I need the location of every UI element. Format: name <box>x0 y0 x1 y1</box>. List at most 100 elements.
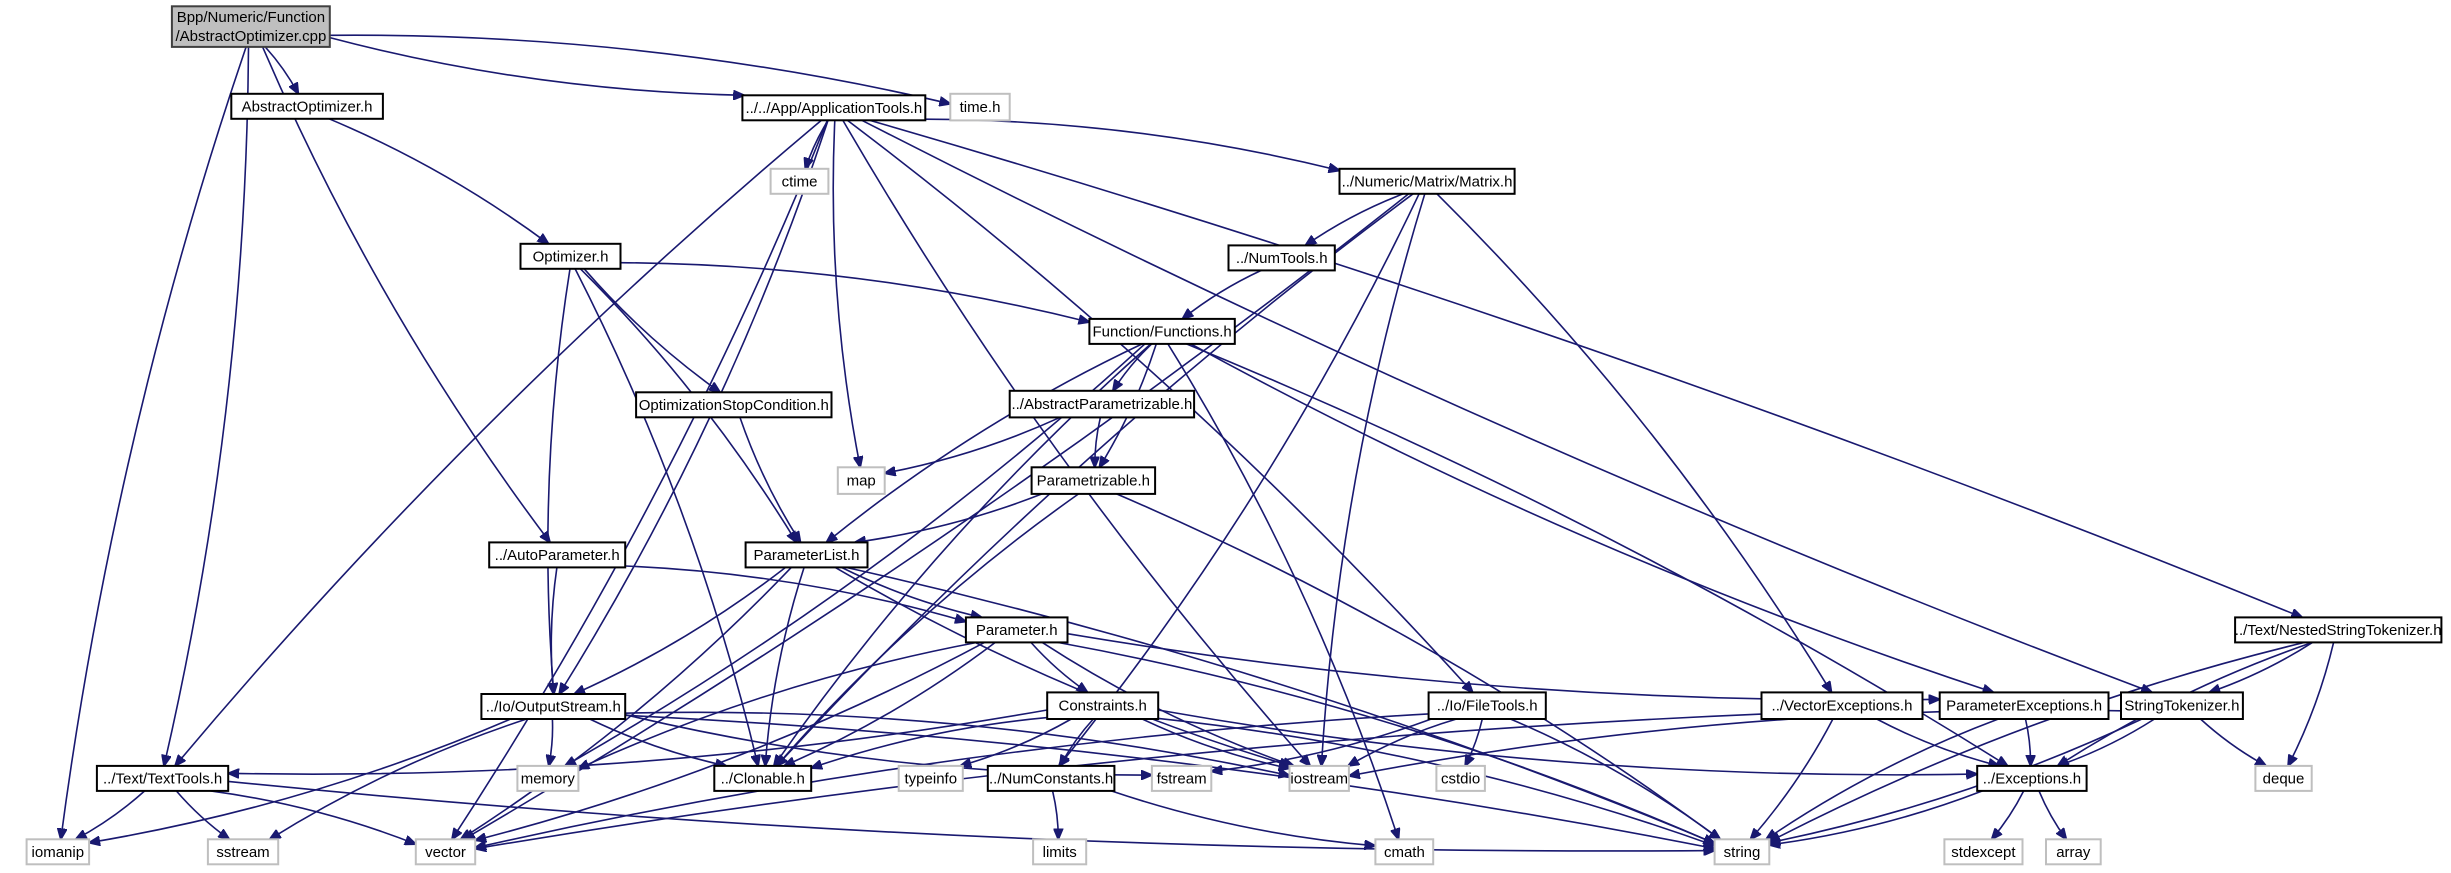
edge-apptools-to-nested <box>869 119 2302 617</box>
edge-functions-to-paramexc <box>1190 343 1994 693</box>
node-absopt[interactable]: AbstractOptimizer.h <box>230 92 384 120</box>
node-label: time.h <box>960 99 1001 116</box>
node-label: ctime <box>782 173 818 190</box>
edge-optstop-to-paramlist <box>739 417 801 542</box>
edge-optimizer-to-functions <box>620 261 1090 322</box>
edge-absparam-to-map <box>885 416 1061 473</box>
node-constraints[interactable]: Constraints.h <box>1046 691 1160 721</box>
node-exceptions[interactable]: ../Exceptions.h <box>1976 764 2088 792</box>
edge-optimizer-to-clonable <box>574 268 758 766</box>
node-label: ../Text/NestedStringTokenizer.h <box>2235 622 2442 639</box>
edge-parameter-to-vector <box>475 641 985 840</box>
node-label: Parameter.h <box>976 622 1058 639</box>
edge-parameter-to-memory <box>578 641 978 768</box>
edge-absopt-to-optimizer <box>328 118 548 244</box>
edge-filetools-to-iostream <box>1348 718 1457 766</box>
node-string: string <box>1713 838 1771 866</box>
node-label: map <box>847 473 876 490</box>
node-box <box>1030 466 1157 495</box>
node-label: ../Io/OutputStream.h <box>486 699 621 716</box>
node-box <box>964 616 1069 644</box>
node-box <box>1976 764 2088 792</box>
edge-apptools-to-map <box>832 120 860 467</box>
node-label: ../Exceptions.h <box>1983 770 2081 787</box>
node-numtools[interactable]: ../NumTools.h <box>1227 244 1336 272</box>
edge-outstream-to-sstream <box>270 718 527 839</box>
edge-parameter-to-string <box>1057 641 1715 843</box>
node-label: vector <box>425 844 466 861</box>
edge-paramlist-to-outstream <box>574 566 787 694</box>
node-numconst[interactable]: ../NumConstants.h <box>986 764 1116 792</box>
node-cstdio: cstdio <box>1435 764 1486 792</box>
node-box <box>635 391 833 419</box>
node-ctime: ctime <box>769 167 830 195</box>
edge-functions-to-paramlist <box>826 343 1143 543</box>
node-box <box>986 764 1116 792</box>
node-clonable[interactable]: ../Clonable.h <box>713 764 813 792</box>
edge-paramlist-to-parameter <box>841 566 982 617</box>
node-box <box>1427 691 1547 721</box>
node-texttools[interactable]: ../Text/TextTools.h <box>95 764 230 792</box>
edge-apptools-to-matrix <box>925 118 1339 170</box>
edge-texttools-to-iomanip <box>76 790 146 839</box>
edge-functions-to-cmath <box>1167 343 1399 839</box>
node-parameter[interactable]: Parameter.h <box>964 616 1069 644</box>
node-label: ../NumConstants.h <box>989 770 1113 787</box>
edge-nested-to-deque <box>2288 642 2335 766</box>
node-box <box>1032 838 1088 866</box>
node-array: array <box>2045 838 2102 866</box>
node-vecexc[interactable]: ../VectorExceptions.h <box>1760 691 1924 721</box>
edge-apptools-to-strtok <box>861 119 2152 692</box>
node-outstream[interactable]: ../Io/OutputStream.h <box>480 693 627 720</box>
edge-texttools-to-vector <box>210 790 416 844</box>
node-box <box>25 838 91 866</box>
edge-texttools-to-string <box>228 780 1714 851</box>
node-label: AbstractOptimizer.h <box>242 98 373 115</box>
edge-root-to-absopt <box>264 46 298 94</box>
node-optimizer[interactable]: Optimizer.h <box>519 242 622 270</box>
node-apptools[interactable]: ../../App/ApplicationTools.h <box>741 94 927 122</box>
node-label: limits <box>1043 844 1077 861</box>
node-box <box>206 838 280 866</box>
edge-optimizer-to-optstop <box>583 268 720 393</box>
node-box <box>741 94 927 122</box>
edge-paramlist-to-string <box>845 566 1715 843</box>
edge-paramexc-to-string <box>1766 718 1999 839</box>
edge-autoparam-to-parameter <box>625 565 966 622</box>
node-autoparam[interactable]: ../AutoParameter.h <box>488 541 627 569</box>
node-cmath: cmath <box>1374 838 1435 866</box>
edge-matrix-to-numtools <box>1305 193 1404 246</box>
edge-outstream-to-clonable <box>589 718 727 766</box>
edge-optimizer-to-outstream <box>547 268 571 694</box>
node-label: iostream <box>1290 770 1348 787</box>
edge-matrix-to-vector <box>464 193 1410 840</box>
edge-parametrizable-to-paramlist <box>855 493 1043 543</box>
node-optstop[interactable]: OptimizationStopCondition.h <box>635 391 833 419</box>
node-matrix[interactable]: ../Numeric/Matrix/Matrix.h <box>1338 167 1516 195</box>
node-box <box>744 541 869 569</box>
edge-strtok-to-string <box>1769 718 2143 843</box>
edge-nested-to-string <box>1769 641 2305 841</box>
edge-filetools-to-vector <box>475 713 1429 848</box>
node-paramexc[interactable]: ParameterExceptions.h <box>1938 691 2110 721</box>
node-box <box>1338 167 1516 195</box>
edges-layer <box>61 34 2335 851</box>
node-box <box>1760 691 1924 721</box>
node-filetools[interactable]: ../Io/FileTools.h <box>1427 691 1547 721</box>
node-nested[interactable]: ../Text/NestedStringTokenizer.h <box>2234 616 2443 644</box>
node-box <box>95 764 230 792</box>
node-root[interactable]: Bpp/Numeric/Function/AbstractOptimizer.c… <box>170 5 331 48</box>
node-functions[interactable]: Function/Functions.h <box>1088 317 1236 345</box>
edge-matrix-to-vecexc <box>1436 193 1832 693</box>
node-absparam[interactable]: ../AbstractParametrizable.h <box>1008 389 1196 419</box>
node-paramlist[interactable]: ParameterList.h <box>744 541 869 569</box>
edge-strtok-to-exceptions <box>2058 718 2155 766</box>
node-label: ../Numeric/Matrix/Matrix.h <box>1342 173 1513 190</box>
edge-matrix-to-numconst <box>1059 193 1420 766</box>
node-label: cstdio <box>1441 770 1480 787</box>
node-parametrizable[interactable]: Parametrizable.h <box>1030 466 1157 495</box>
node-box <box>769 167 830 195</box>
node-box <box>2234 616 2443 644</box>
node-box <box>1938 691 2110 721</box>
node-strtok[interactable]: StringTokenizer.h <box>2120 691 2244 721</box>
